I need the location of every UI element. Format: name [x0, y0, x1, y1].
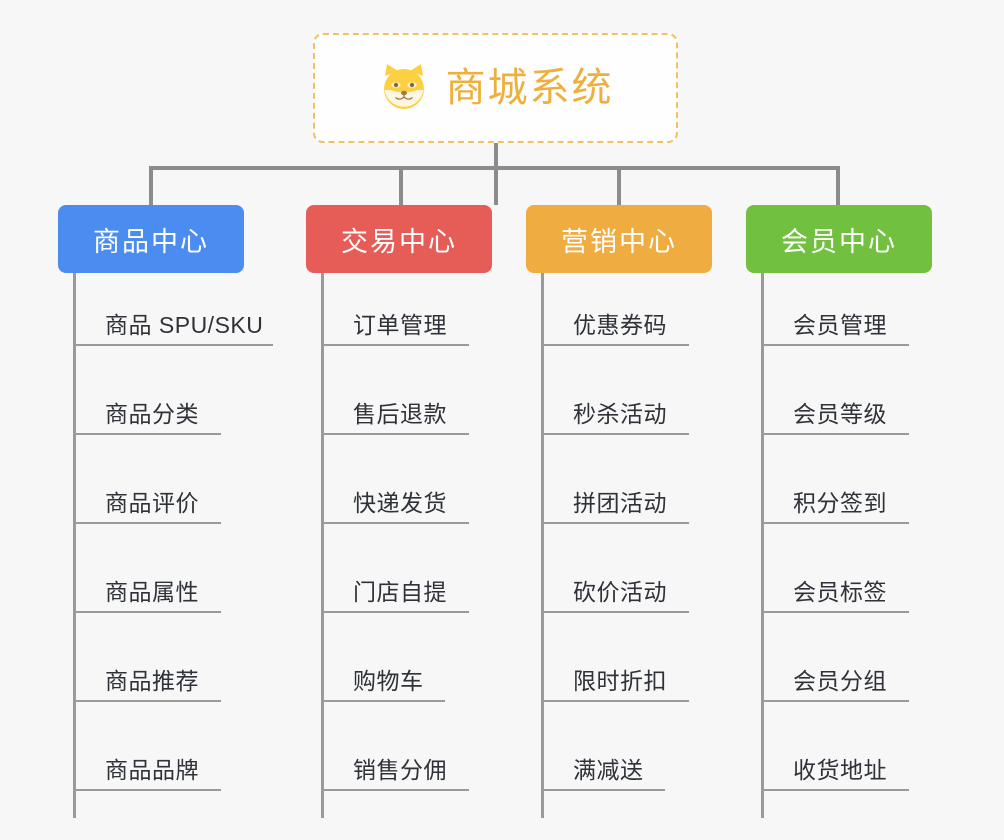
- connector-root-drop: [494, 143, 498, 205]
- leaf-label: 商品分类: [105, 401, 199, 427]
- leaf-underline: [73, 789, 221, 791]
- leaf-label: 会员标签: [793, 579, 887, 605]
- category-box-trade-center[interactable]: 交易中心: [306, 205, 492, 273]
- leaf-label: 满减送: [573, 757, 644, 783]
- leaf-underline: [73, 344, 273, 346]
- column-spine-2: [321, 273, 324, 818]
- leaf-underline: [761, 789, 909, 791]
- leaf-label: 订单管理: [353, 312, 447, 338]
- leaf-underline: [321, 344, 469, 346]
- leaf-underline: [541, 700, 689, 702]
- leaf-label: 商品评价: [105, 490, 199, 516]
- leaf-label: 秒杀活动: [573, 401, 667, 427]
- root-node-title: 商城系统: [445, 66, 614, 110]
- shiba-dog-icon: [378, 62, 430, 114]
- column-spine-4: [761, 273, 764, 818]
- leaf-underline: [321, 611, 469, 613]
- leaf-underline: [321, 522, 469, 524]
- leaf-underline: [541, 344, 689, 346]
- leaf-label: 商品属性: [105, 579, 199, 605]
- category-box-member-center[interactable]: 会员中心: [746, 205, 932, 273]
- category-label-member-center: 会员中心: [781, 226, 897, 257]
- leaf-label: 门店自提: [353, 579, 447, 605]
- leaf-underline: [321, 433, 469, 435]
- category-label-marketing-center: 营销中心: [561, 226, 677, 257]
- leaf-underline: [761, 433, 909, 435]
- leaf-label: 售后退款: [353, 401, 447, 427]
- leaf-label: 限时折扣: [573, 668, 667, 694]
- connector-branch-drop-1: [149, 166, 153, 207]
- leaf-label: 会员等级: [793, 401, 887, 427]
- leaf-underline: [541, 611, 689, 613]
- column-spine-1: [73, 273, 76, 818]
- connector-branch-drop-2: [399, 166, 403, 207]
- leaf-label: 销售分佣: [353, 757, 447, 783]
- leaf-underline: [73, 522, 221, 524]
- category-label-product-center: 商品中心: [93, 226, 209, 257]
- column-spine-3: [541, 273, 544, 818]
- category-box-product-center[interactable]: 商品中心: [58, 205, 244, 273]
- leaf-underline: [321, 789, 469, 791]
- connector-branch-drop-3: [617, 166, 621, 207]
- leaf-label: 商品 SPU/SKU: [105, 312, 264, 338]
- leaf-label: 商品品牌: [105, 757, 199, 783]
- category-label-trade-center: 交易中心: [341, 226, 457, 257]
- leaf-label: 会员分组: [793, 668, 887, 694]
- leaf-label: 快递发货: [353, 490, 447, 516]
- leaf-underline: [761, 700, 909, 702]
- leaf-underline: [541, 433, 689, 435]
- leaf-label: 会员管理: [793, 312, 887, 338]
- connector-branch-drop-4: [836, 166, 840, 207]
- connector-horizontal-bus: [149, 166, 840, 170]
- leaf-label: 优惠券码: [573, 312, 667, 338]
- leaf-label: 积分签到: [793, 490, 887, 516]
- leaf-underline: [321, 700, 445, 702]
- leaf-label: 砍价活动: [573, 579, 667, 605]
- leaf-underline: [541, 522, 689, 524]
- leaf-underline: [761, 611, 909, 613]
- leaf-underline: [73, 700, 221, 702]
- leaf-label: 购物车: [353, 668, 424, 694]
- leaf-underline: [73, 433, 221, 435]
- leaf-underline: [73, 611, 221, 613]
- category-box-marketing-center[interactable]: 营销中心: [526, 205, 712, 273]
- leaf-underline: [541, 789, 665, 791]
- leaf-underline: [761, 344, 909, 346]
- leaf-label: 收货地址: [793, 757, 887, 783]
- leaf-label: 拼团活动: [573, 490, 667, 516]
- leaf-underline: [761, 522, 909, 524]
- root-node-mall-system[interactable]: 商城系统: [313, 33, 678, 143]
- leaf-label: 商品推荐: [105, 668, 199, 694]
